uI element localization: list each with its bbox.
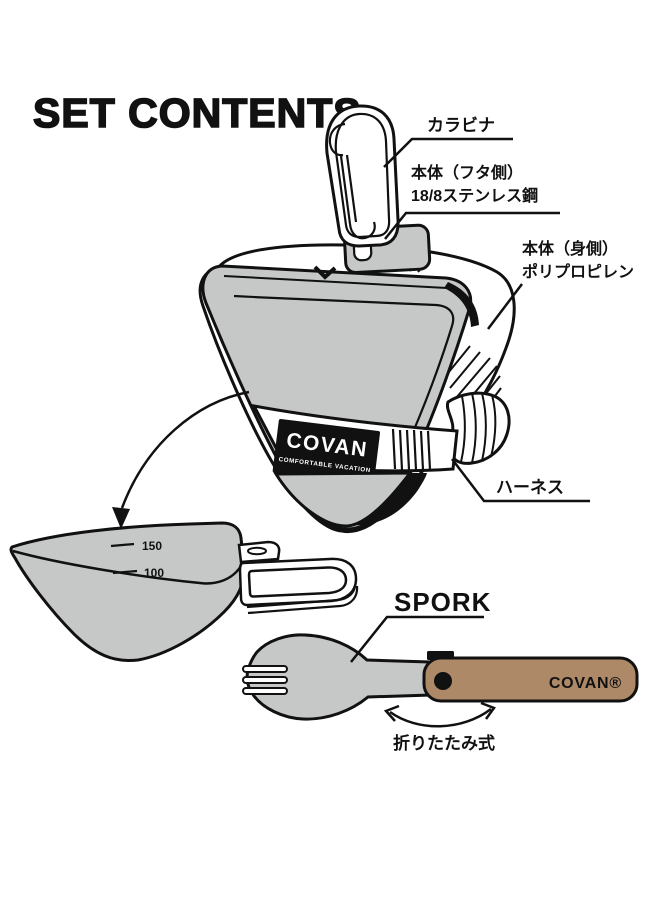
spork-handle [422, 656, 639, 703]
fork-slots [242, 665, 288, 695]
harness-band: COVAN COMFORTABLE VACATION [251, 403, 459, 485]
measuring-case-illustration: 150 100 [9, 521, 359, 663]
carabiner-label: カラビナ [427, 116, 495, 135]
page-title: SET CONTENTS [33, 90, 362, 136]
transfer-arrow [112, 390, 250, 529]
folding-label: 折りたたみ式 [393, 733, 495, 753]
lid-label-line1: 本体（フタ側） [411, 163, 523, 182]
lid-vertex [273, 471, 414, 528]
gauge-100: 100 [144, 566, 164, 580]
gauge-marks: 150 100 [110, 539, 164, 580]
body-label-line1: 本体（身側） [522, 239, 618, 258]
lid-notch [313, 265, 337, 280]
band-stripes [391, 428, 432, 471]
callout-spork: SPORK [350, 587, 491, 663]
handle-logo-text: COVAN® [549, 675, 622, 692]
pivot-rivet [434, 672, 452, 690]
arrowhead [112, 507, 130, 529]
gauge-150: 150 [142, 539, 162, 553]
lid-label-line2: 18/8ステンレス鋼 [411, 186, 538, 205]
folding-handle [237, 540, 359, 615]
lid-corner-shadow [444, 282, 479, 327]
bracket-hole [247, 546, 267, 556]
callout-carabiner: カラビナ [383, 116, 513, 168]
spork-illustration: COVAN® [242, 633, 639, 721]
callout-body: 本体（身側） ポリプロピレン [487, 239, 634, 330]
fold-arrow [383, 701, 496, 728]
callout-harness: ハーネス [451, 458, 590, 503]
body-label-line2: ポリプロピレン [522, 262, 634, 281]
vertex-shadow [352, 473, 427, 526]
covan-band-patch: COVAN COMFORTABLE VACATION [272, 418, 381, 485]
callout-lid: 本体（フタ側） 18/8ステンレス鋼 [384, 163, 560, 240]
carabiner-illustration [325, 104, 400, 248]
carabiner-gate-hook [328, 122, 346, 157]
spork-label: SPORK [394, 587, 491, 617]
harness-strap-loop [446, 391, 511, 465]
harness-label: ハーネス [496, 478, 564, 497]
